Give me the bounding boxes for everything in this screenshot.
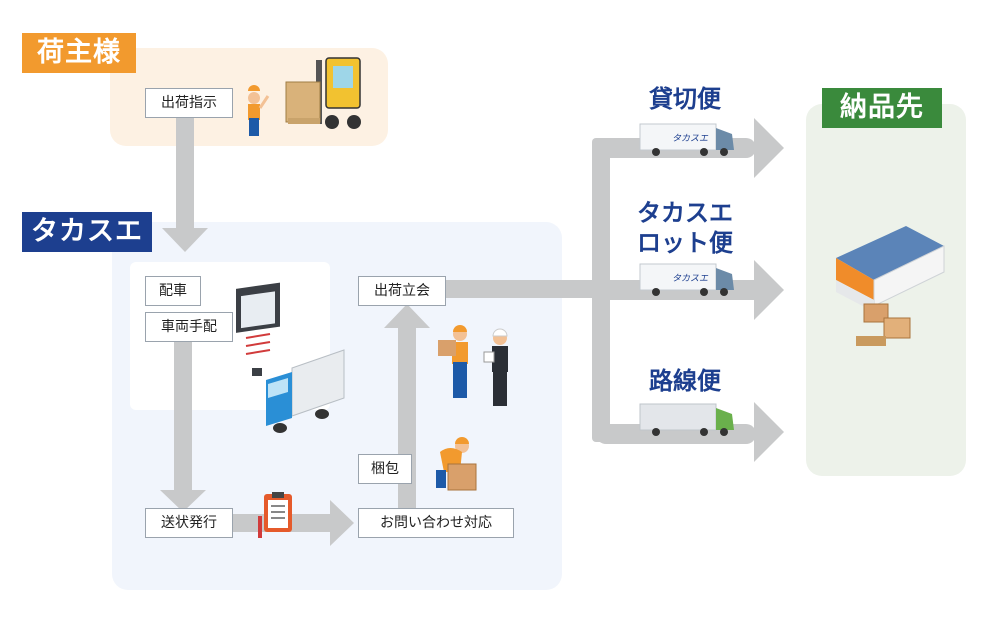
mode-charter: 貸切便 — [649, 85, 721, 113]
packing-worker-illustration — [436, 437, 477, 491]
clipboard-illustration — [258, 492, 292, 538]
arrow-branch-3-head — [754, 402, 784, 462]
invoice-issue-box: 送状発行 — [145, 508, 233, 538]
shipping-instruction-box: 出荷指示 — [145, 88, 233, 118]
arrow-vehicle-down — [174, 338, 192, 492]
forklift-illustration — [285, 57, 361, 129]
arrow-branch-2-head — [754, 260, 784, 320]
warehouse-illustration — [836, 226, 945, 346]
dispatch-box: 配車 — [145, 276, 201, 306]
schedule-monitor-illustration — [236, 282, 280, 376]
arrow-branch-1-head — [754, 118, 784, 178]
dispatch-truck-illustration — [266, 349, 345, 433]
shipper-tag: 荷主様 — [22, 33, 136, 73]
arrow-shipper-down — [176, 112, 194, 230]
takasue-tag: タカスエ — [22, 212, 152, 252]
arrow-vehicle-down-head — [160, 490, 206, 512]
charter-truck-illustration: タカスエ — [639, 123, 734, 156]
packing-box: 梱包 — [358, 454, 412, 484]
inquiry-handling-box: お問い合わせ対応 — [358, 508, 514, 538]
arrow-inquiry-up-head — [384, 304, 430, 328]
shipper-worker-illustration — [248, 85, 270, 136]
delivery-tag: 納品先 — [822, 88, 942, 128]
route-truck-illustration — [639, 403, 734, 436]
lot-truck-illustration: タカスエ — [639, 263, 734, 296]
arrow-inspection-right — [444, 280, 604, 298]
truck-logo-1: タカスエ — [672, 133, 709, 144]
inspection-workers-illustration — [438, 325, 508, 406]
vehicle-arrangement-box: 車両手配 — [145, 312, 233, 342]
shipping-inspection-box: 出荷立会 — [358, 276, 446, 306]
mode-route: 路線便 — [649, 367, 721, 395]
mode-lot: タカスエ ロット便 — [637, 199, 733, 257]
arrow-invoice-right-head — [330, 500, 354, 546]
arrow-shipper-down-head — [162, 228, 208, 252]
truck-logo-2: タカスエ — [672, 273, 709, 284]
